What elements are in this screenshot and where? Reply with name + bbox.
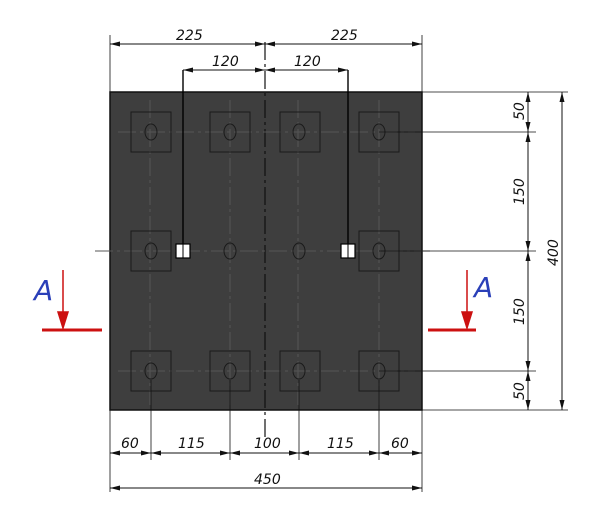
center-lines xyxy=(95,42,430,440)
pad-top-2 xyxy=(209,111,251,153)
pad-top-1 xyxy=(130,111,172,153)
section-mark-right: A xyxy=(428,270,493,332)
top-dimensions: 225 225 120 120 xyxy=(109,28,423,92)
holes xyxy=(144,123,386,380)
pad-top-3 xyxy=(279,111,321,153)
dim-bottom-seg2: 115 xyxy=(178,436,205,452)
section-label-right: A xyxy=(472,271,493,304)
dim-right-bottom-margin: 50 xyxy=(512,382,528,400)
dim-top-left-half: 225 xyxy=(176,28,203,44)
dim-right-overall-height: 400 xyxy=(546,239,562,266)
dim-top-right-offset: 120 xyxy=(294,54,321,70)
dim-right-lower-span: 150 xyxy=(512,298,528,325)
dim-bottom-seg5: 60 xyxy=(391,436,409,452)
dim-bottom-seg4: 115 xyxy=(327,436,354,452)
right-dimensions: 50 150 150 50 400 xyxy=(379,91,568,411)
pad-bot-3 xyxy=(279,350,321,392)
pad-mid-1 xyxy=(130,230,172,272)
dim-right-upper-span: 150 xyxy=(512,178,528,205)
dim-bottom-seg3: 100 xyxy=(254,436,281,452)
dim-bottom-overall-width: 450 xyxy=(254,472,281,488)
bottom-dimensions: 60 115 100 115 60 450 xyxy=(109,380,423,492)
dim-top-right-half: 225 xyxy=(331,28,358,44)
dim-top-left-offset: 120 xyxy=(212,54,239,70)
dim-bottom-seg1: 60 xyxy=(121,436,139,452)
section-label-left: A xyxy=(32,274,53,307)
dim-right-top-margin: 50 xyxy=(512,102,528,120)
section-mark-left: A xyxy=(32,270,102,332)
reference-markers xyxy=(175,243,356,259)
